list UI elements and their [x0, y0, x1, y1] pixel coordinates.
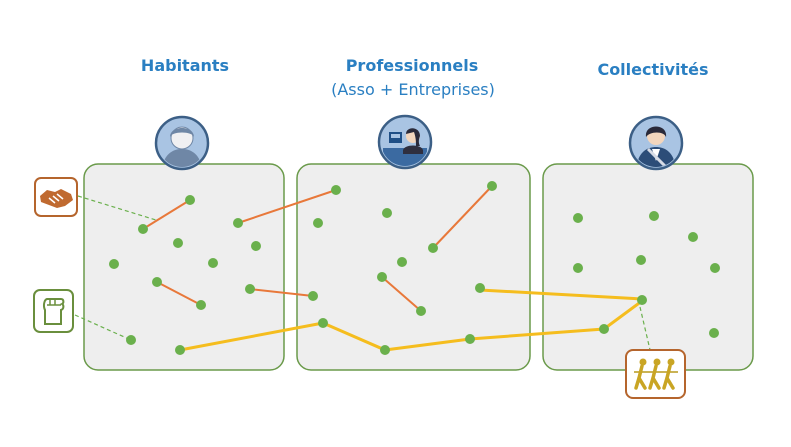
raised-fist-icon: [33, 289, 74, 333]
box-professionnels: [296, 163, 531, 371]
orange-link: [237, 189, 337, 224]
node: [109, 259, 119, 269]
node: [428, 243, 438, 253]
node: [251, 241, 261, 251]
column-title-collectivites: Collectivités: [597, 60, 709, 79]
node: [245, 284, 255, 294]
node: [318, 318, 328, 328]
dashed-connector-fist: [74, 314, 132, 341]
yellow-path: [179, 299, 643, 352]
node: [380, 345, 390, 355]
node: [185, 195, 195, 205]
node: [397, 257, 407, 267]
tug-of-war-icon: [625, 349, 686, 399]
node: [637, 295, 647, 305]
orange-link: [156, 281, 202, 306]
orange-link: [432, 185, 493, 249]
node: [688, 232, 698, 242]
orange-link: [249, 288, 314, 297]
node: [308, 291, 318, 301]
node: [710, 263, 720, 273]
professional-avatar-icon: [377, 114, 433, 170]
column-subtitle-professionnels: (Asso + Entreprises): [331, 80, 495, 99]
node: [475, 283, 485, 293]
node: [173, 238, 183, 248]
node: [487, 181, 497, 191]
node: [196, 300, 206, 310]
node: [636, 255, 646, 265]
node: [465, 334, 475, 344]
column-title-professionnels: Professionnels: [345, 56, 479, 75]
column-title-habitants: Habitants: [140, 56, 230, 75]
node: [649, 211, 659, 221]
official-avatar-icon: [628, 115, 684, 171]
node: [313, 218, 323, 228]
yellow-link: [479, 288, 643, 301]
handshake-icon: [34, 177, 78, 217]
node: [377, 272, 387, 282]
node: [138, 224, 148, 234]
node: [208, 258, 218, 268]
node: [126, 335, 136, 345]
orange-link: [142, 199, 191, 230]
node: [175, 345, 185, 355]
dashed-connector-tug: [639, 306, 652, 355]
node: [331, 185, 341, 195]
node: [573, 213, 583, 223]
node: [709, 328, 719, 338]
node: [382, 208, 392, 218]
resident-avatar-icon: [154, 115, 210, 171]
node: [233, 218, 243, 228]
node: [573, 263, 583, 273]
orange-link: [381, 276, 422, 312]
node: [152, 277, 162, 287]
node: [599, 324, 609, 334]
node: [416, 306, 426, 316]
